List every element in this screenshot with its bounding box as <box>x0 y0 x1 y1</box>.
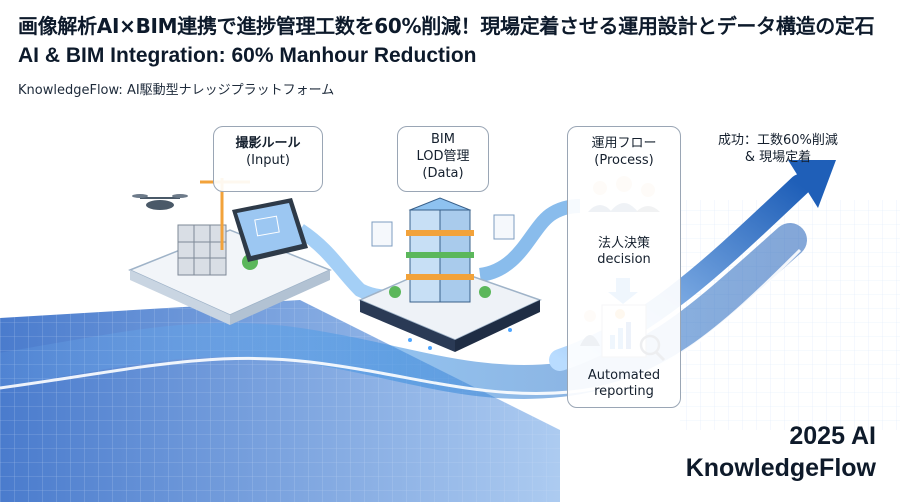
page-title-jp: 画像解析AI×BIM連携で進捗管理工数を60%削減！現場定着させる運用設計とデー… <box>18 14 875 38</box>
page-subtitle: KnowledgeFlow: AI駆動型ナレッジプラットフォーム <box>18 83 335 98</box>
stage-input-subtitle: (Input) <box>246 153 290 168</box>
stage-process-title: 運用フロー <box>591 136 657 151</box>
brand-line1: 2025 AI <box>789 422 876 450</box>
decision-label-en: decision <box>597 252 651 267</box>
brand-mark: 2025 AI KnowledgeFlow <box>686 420 876 484</box>
drone-icon <box>132 194 188 210</box>
tablet-icon <box>232 198 308 262</box>
stage-data-line1: BIM <box>431 132 455 147</box>
stage-process-subtitle: (Process) <box>594 153 654 168</box>
report-label-line1: Automated <box>587 368 661 383</box>
decision-label-jp: 法人決策 <box>597 236 650 251</box>
success-line1: 成功：工数60%削減 <box>718 133 838 148</box>
doc-panel-icon <box>371 221 393 247</box>
doc-panel-icon <box>493 214 515 240</box>
success-line2: & 現場定着 <box>744 150 812 165</box>
success-label: 成功：工数60%削減 & 現場定着 <box>718 132 838 166</box>
stage-card-process: 運用フロー (Process) 法人決策 decision Automated … <box>567 126 681 408</box>
stage-input-title: 撮影ルール <box>235 136 301 151</box>
stage-data-line3: (Data) <box>422 166 464 181</box>
building-icon <box>389 197 491 303</box>
stage-data-line2: LOD管理 <box>416 149 470 164</box>
page-title-en: AI & BIM Integration: 60% Manhour Reduct… <box>18 44 477 67</box>
stage-card-data: BIM LOD管理 (Data) <box>397 126 489 192</box>
report-label-line2: reporting <box>594 384 654 399</box>
stage-card-input: 撮影ルール (Input) <box>213 126 323 192</box>
brand-line2: KnowledgeFlow <box>685 454 876 482</box>
